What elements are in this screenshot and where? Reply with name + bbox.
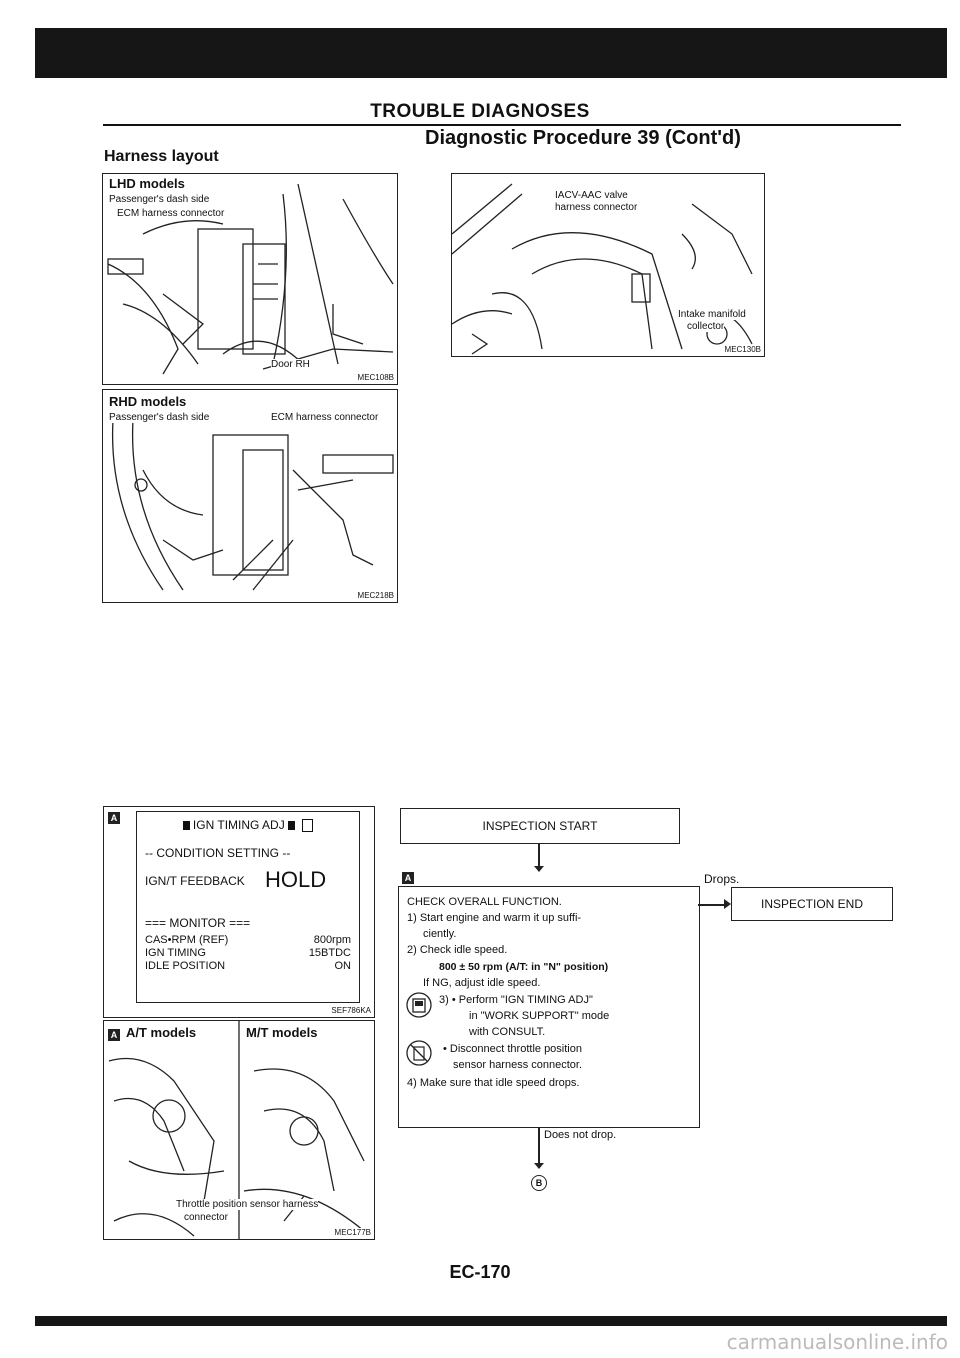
step-a-icon: A <box>108 812 120 824</box>
marker-icon <box>182 821 190 831</box>
consult-feedback-value: HOLD <box>265 867 327 892</box>
consult-row-name: CAS•RPM (REF) <box>145 934 229 946</box>
check-step3c: with CONSULT. <box>469 1026 546 1038</box>
lhd-figure: LHD models Passenger's dash side ECM har… <box>102 173 398 385</box>
flow-connector <box>538 843 540 871</box>
lhd-label-ecm: ECM harness connector <box>117 208 225 219</box>
flow-connector <box>538 1127 540 1167</box>
drops-label: Drops. <box>704 872 740 886</box>
inspection-start-label: INSPECTION START <box>482 819 598 833</box>
check-step2: 2) Check idle speed. <box>407 944 508 956</box>
consult-monitor: === MONITOR === <box>145 916 251 930</box>
iacv-label-collector: collector <box>687 321 725 332</box>
lhd-illustration <box>107 183 394 375</box>
check-step1b: ciently. <box>423 928 457 940</box>
consult-row-name: IDLE POSITION <box>145 960 226 972</box>
check-step4: 4) Make sure that idle speed drops. <box>407 1077 580 1089</box>
iacv-figure: IACV-AAC valve harness connector Intake … <box>451 173 765 357</box>
iacv-label-manifold: Intake manifold <box>678 309 746 320</box>
next-step-b-icon: B <box>531 1175 547 1191</box>
check-box: CHECK OVERALL FUNCTION. 1) Start engine … <box>398 886 700 1128</box>
top-black-bar <box>35 28 947 78</box>
mt-models-title: M/T models <box>246 1025 318 1040</box>
rhd-label-ecm: ECM harness connector <box>271 412 379 423</box>
check-step3a: 3) • Perform "IGN TIMING ADJ" <box>439 994 593 1006</box>
step-a-icon: A <box>108 1029 120 1041</box>
check-step1a: 1) Start engine and warm it up suffi- <box>407 912 582 924</box>
at-models-title: A/T models <box>126 1025 197 1040</box>
harness-layout-heading: Harness layout <box>104 148 219 165</box>
check-step3b: in "WORK SUPPORT" mode <box>469 1010 610 1022</box>
iacv-label-conn: harness connector <box>555 202 638 213</box>
iacv-label-valve: IACV-AAC valve <box>555 190 628 201</box>
check-step3e: sensor harness connector. <box>453 1059 583 1071</box>
consult-title-row: IGN TIMING ADJ <box>137 818 359 833</box>
arrow-down-icon <box>534 1163 544 1169</box>
consult-figure: A IGN TIMING ADJ -- CONDITION SETTING --… <box>103 806 375 1018</box>
check-spec: 800 ± 50 rpm (A/T: in "N" position) <box>439 961 609 973</box>
watermark: carmanualsonline.info <box>726 1330 948 1354</box>
no-tools-icon <box>406 1040 432 1066</box>
inspection-end-label: INSPECTION END <box>760 897 863 911</box>
rhd-label-side: Passenger's dash side <box>109 412 210 423</box>
throttle-label-conn: connector <box>184 1212 228 1223</box>
rhd-figure: RHD models Passenger's dash side ECM har… <box>102 389 398 603</box>
marker-icon <box>288 821 296 831</box>
check-title: CHECK OVERALL FUNCTION. <box>407 896 562 908</box>
consult-row-value: 15BTDC <box>308 947 351 959</box>
inspection-end-box: INSPECTION END <box>731 887 893 921</box>
arrow-right-icon <box>724 899 731 909</box>
consult-row: CAS•RPM (REF) 800rpm <box>145 934 351 947</box>
consult-row: IDLE POSITION ON <box>145 960 351 973</box>
lhd-code: MEC108B <box>357 373 394 382</box>
consult-rows: CAS•RPM (REF) 800rpm IGN TIMING 15BTDC I… <box>145 934 351 973</box>
check-step3d: • Disconnect throttle position <box>443 1043 582 1055</box>
rhd-illustration <box>111 419 394 591</box>
consult-row: IGN TIMING 15BTDC <box>145 947 351 960</box>
section-title: TROUBLE DIAGNOSES <box>370 101 590 122</box>
header-rule <box>103 124 901 126</box>
consult-row-value: ON <box>334 960 352 972</box>
iacv-code: MEC130B <box>724 345 761 354</box>
flow-connector <box>698 904 728 906</box>
rhd-code: MEC218B <box>357 591 394 600</box>
lhd-label-side: Passenger's dash side <box>109 194 210 205</box>
arrow-down-icon <box>534 866 544 872</box>
step-a-icon: A <box>402 872 414 884</box>
page-number: EC-170 <box>449 1262 511 1282</box>
bottom-black-bar <box>35 1316 947 1326</box>
inspection-start-box: INSPECTION START <box>400 808 680 844</box>
consult-row-value: 800rpm <box>313 934 351 946</box>
lhd-title: LHD models <box>109 176 185 191</box>
rhd-title: RHD models <box>109 394 187 409</box>
throttle-label-sensor: Throttle position sensor harness <box>176 1199 319 1210</box>
throttle-figure: A A/T models M/T models Throttle positio… <box>103 1020 375 1240</box>
not-drop-label: Does not drop. <box>544 1129 617 1141</box>
consult-title: IGN TIMING ADJ <box>192 818 285 832</box>
consult-code: SEF786KA <box>331 1006 371 1015</box>
throttle-code: MEC177B <box>334 1228 371 1237</box>
consult-feedback-label: IGN/T FEEDBACK <box>145 874 245 888</box>
consult-row-name: IGN TIMING <box>145 947 206 959</box>
consult-condition: -- CONDITION SETTING -- <box>145 846 291 860</box>
check-ng: If NG, adjust idle speed. <box>423 977 541 989</box>
checkbox-icon <box>302 819 314 833</box>
page-subtitle: Diagnostic Procedure 39 (Cont'd) <box>425 127 741 149</box>
lhd-label-door: Door RH <box>271 359 310 370</box>
consult-icon <box>406 992 432 1018</box>
consult-screen: IGN TIMING ADJ -- CONDITION SETTING -- I… <box>136 811 360 1003</box>
